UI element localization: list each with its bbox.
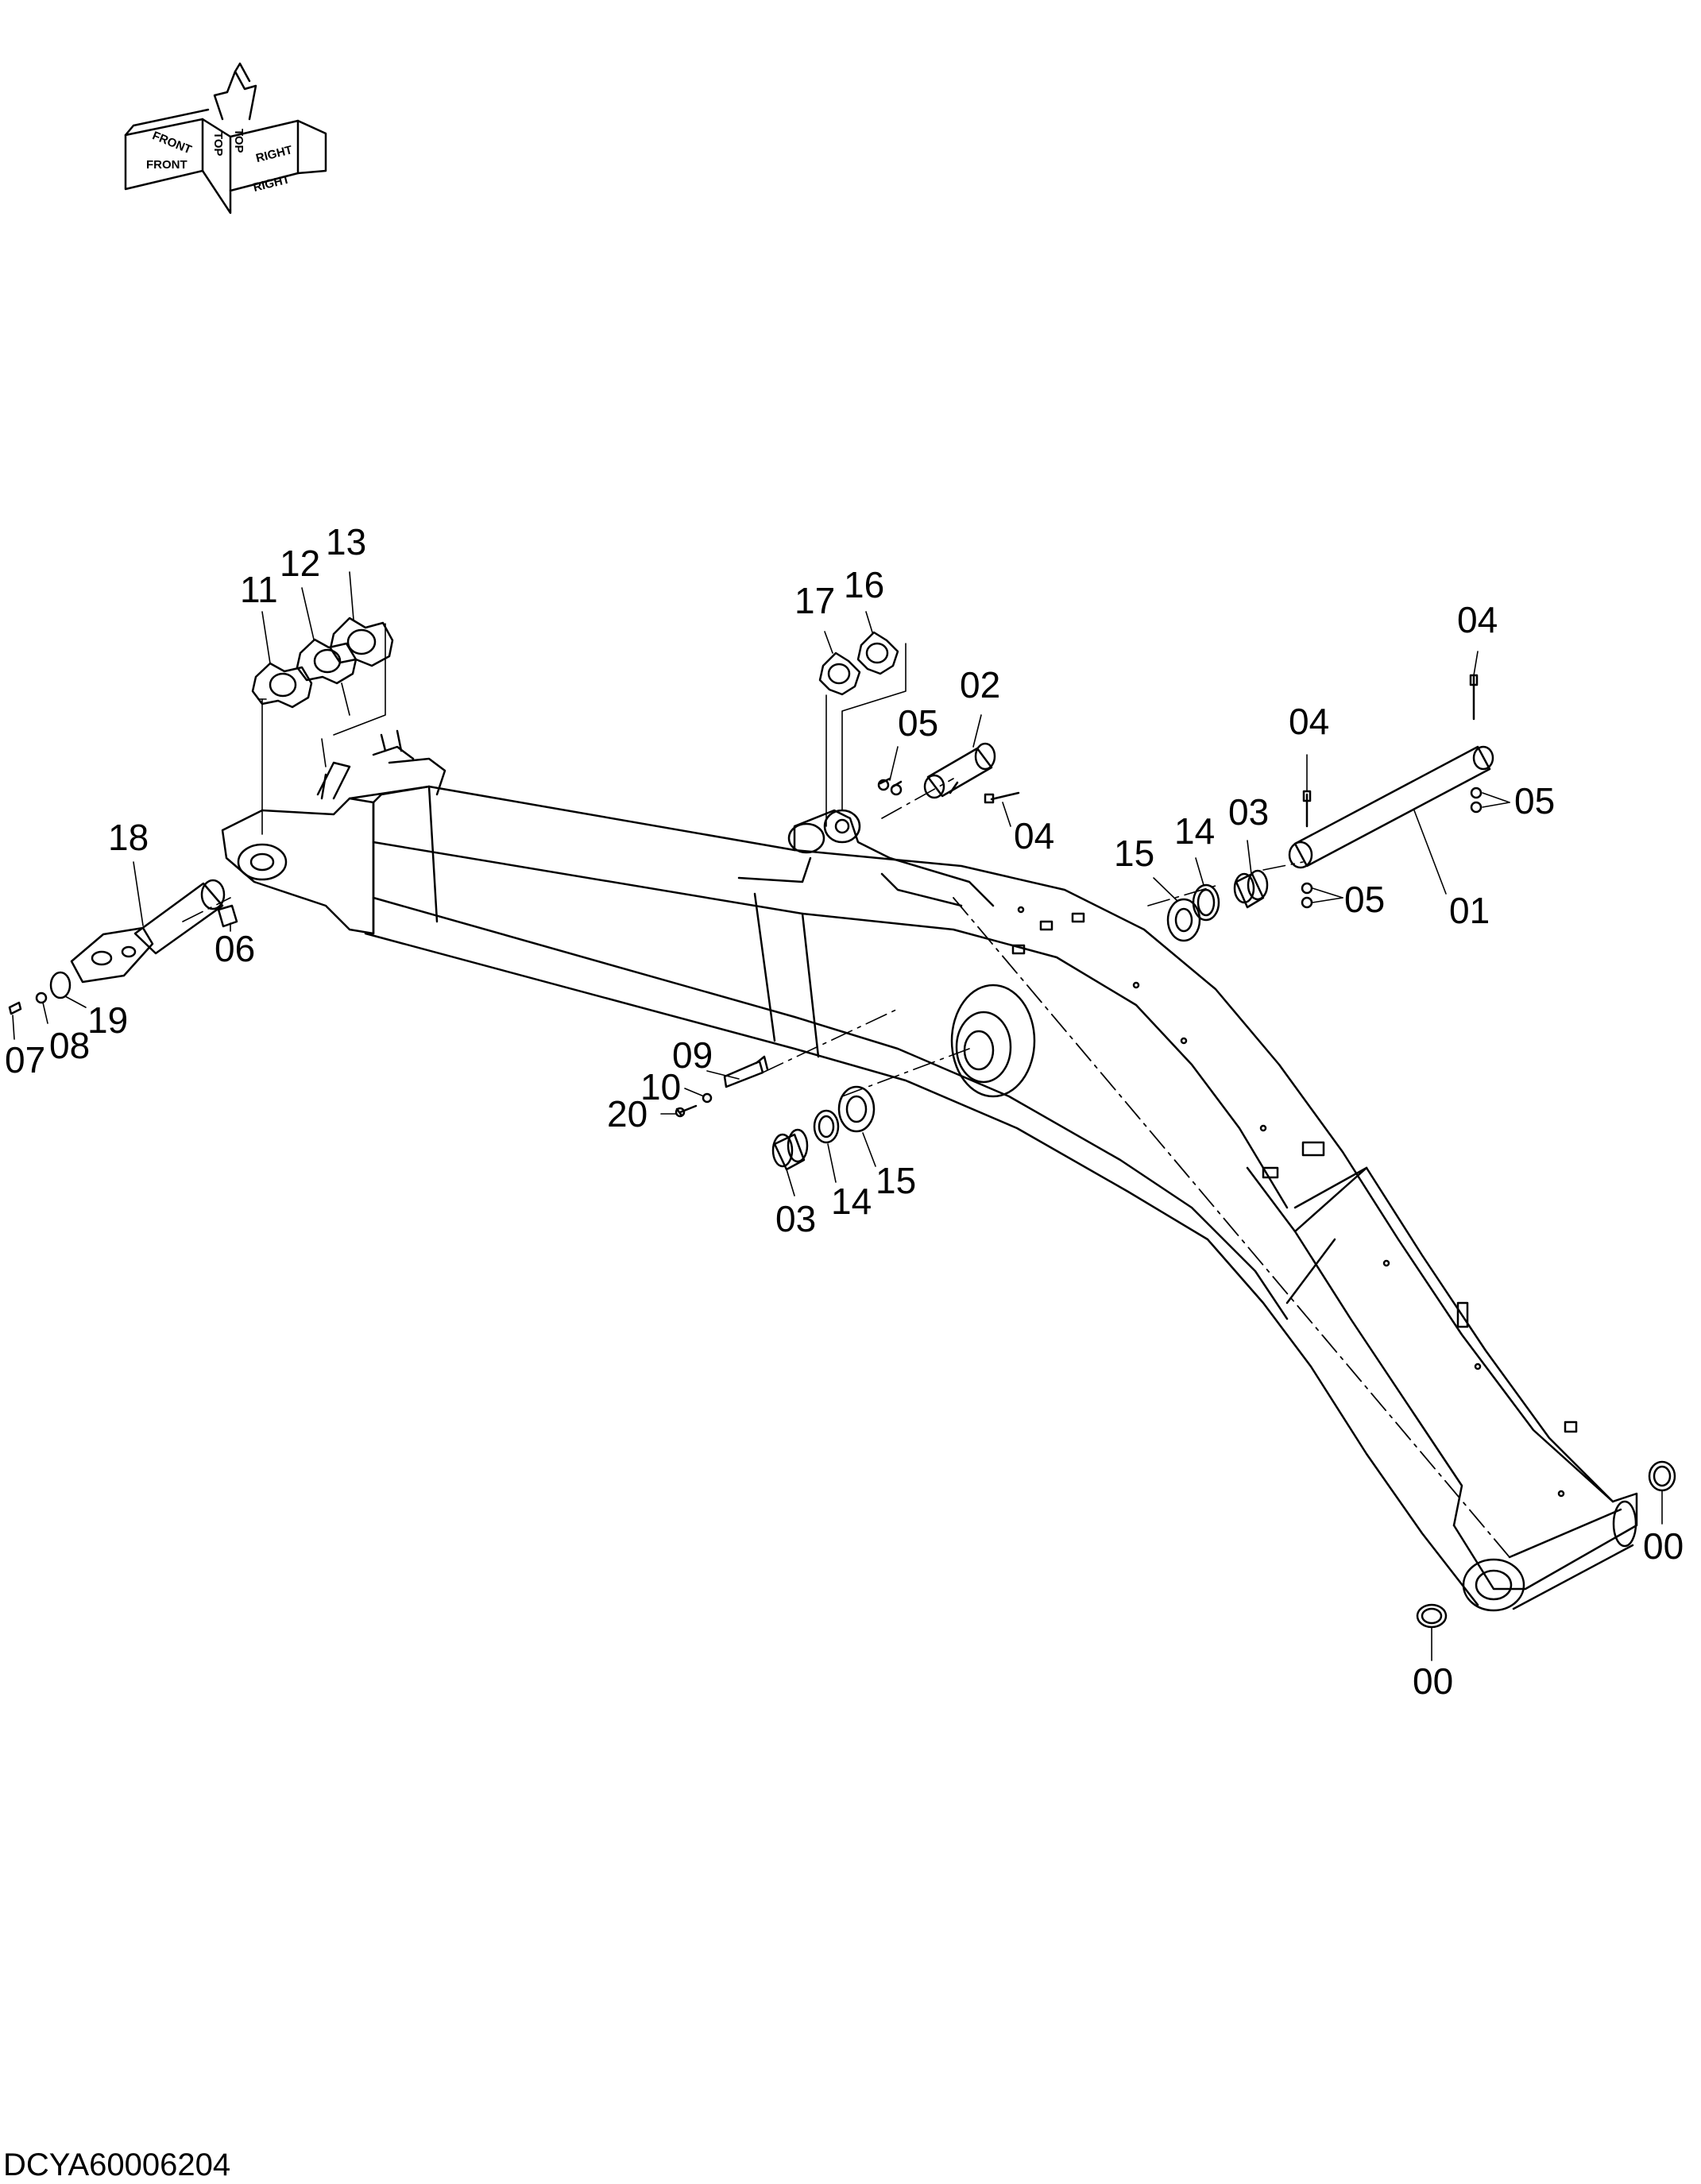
callout-09: 09	[672, 1034, 713, 1076]
orientation-cube-icon: FRONT FRONT TOP TOP RIGHT RIGHT	[124, 62, 327, 215]
callout-08: 08	[49, 1025, 90, 1066]
front-label-mirror: FRONT	[150, 129, 193, 157]
callout-05-a: 05	[898, 702, 938, 744]
callout-11: 11	[240, 569, 278, 610]
callout-05-b: 05	[1514, 780, 1555, 821]
ring-14-lower	[813, 1109, 840, 1144]
callout-15-b: 15	[876, 1160, 916, 1201]
callout-leaders	[12, 571, 1510, 1196]
callout-10: 10	[640, 1066, 681, 1107]
shim-16	[856, 631, 899, 675]
pin-18	[8, 879, 238, 1015]
top-label: TOP	[211, 132, 225, 157]
callout-04-c: 04	[1289, 701, 1329, 742]
callout-03-a: 03	[1228, 791, 1269, 833]
callout-15-a: 15	[1114, 833, 1154, 874]
callout-02: 02	[960, 664, 1000, 705]
callout-16: 16	[844, 564, 884, 605]
shim-13	[329, 617, 394, 667]
callout-19: 19	[87, 999, 128, 1041]
washer-15-upper	[1166, 898, 1201, 942]
washer-10	[702, 1092, 713, 1104]
cylinder-bracket	[737, 809, 995, 907]
clip-09	[723, 1060, 764, 1088]
callout-00-a: 00	[1413, 1660, 1453, 1702]
pin-02	[877, 742, 1020, 804]
washer-08	[35, 991, 48, 1004]
lower-bushings	[771, 1085, 876, 1171]
callout-14-a: 14	[1174, 810, 1215, 852]
callout-18: 18	[108, 817, 149, 858]
callout-03-b: 03	[775, 1198, 816, 1239]
callout-13: 13	[326, 521, 366, 562]
washer-15-lower	[837, 1085, 876, 1133]
upper-bushings	[1166, 869, 1269, 942]
callout-12: 12	[280, 543, 320, 584]
boom-foot	[221, 729, 447, 935]
washer-19	[49, 971, 72, 999]
callout-00-b: 00	[1643, 1525, 1684, 1567]
callout-07: 07	[5, 1039, 45, 1080]
shim-plates	[251, 617, 394, 709]
right-label-mirror: RIGHT	[254, 143, 293, 165]
shim-11	[251, 662, 313, 709]
bolt-07	[8, 1001, 22, 1015]
ring-14-upper	[1192, 883, 1220, 922]
callout-labels: 11 12 13 17 16 02 05 04 04 04 05 05 03 1…	[5, 521, 1684, 1702]
top-label-mirror: TOP	[232, 129, 245, 153]
callout-14-b: 14	[831, 1181, 872, 1222]
boom-body	[348, 785, 1638, 1612]
callout-06: 06	[215, 928, 255, 969]
callout-04-a: 04	[1014, 815, 1054, 856]
shim-plates-right	[818, 631, 899, 696]
callout-04-b: 04	[1457, 599, 1498, 640]
boss	[950, 984, 1036, 1098]
shim-17	[818, 651, 861, 696]
callout-17: 17	[794, 580, 835, 621]
pin-01	[1288, 674, 1494, 909]
o-rings	[1416, 1460, 1676, 1661]
callout-01: 01	[1449, 890, 1490, 931]
clip-parts	[675, 1055, 769, 1118]
right-label: RIGHT	[252, 172, 291, 195]
callout-05-c: 05	[1344, 879, 1385, 920]
front-label: FRONT	[146, 158, 187, 172]
callout-20: 20	[607, 1093, 648, 1135]
drawing-id: DCYA60006204	[3, 2147, 230, 2182]
